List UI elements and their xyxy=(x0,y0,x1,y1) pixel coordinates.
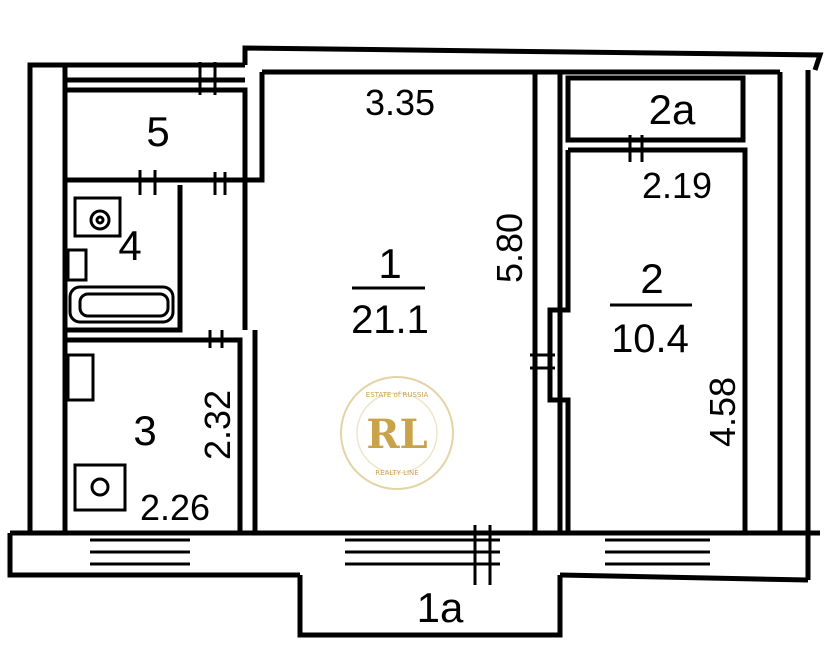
labels: 5 4 3 2.26 2.32 3.35 1 21.1 5.80 2a 2.19… xyxy=(118,82,743,631)
room-2-width: 2.19 xyxy=(642,165,712,206)
walls xyxy=(7,45,824,638)
room-3-width: 2.26 xyxy=(140,487,210,528)
room-2-area: 10.4 xyxy=(611,317,689,361)
fixtures xyxy=(66,196,175,512)
room-5-number: 5 xyxy=(146,108,169,155)
watermark-monogram: RL xyxy=(366,411,427,458)
room-1-area: 21.1 xyxy=(351,298,429,342)
room-2-length: 4.58 xyxy=(702,377,743,447)
room-1-length: 5.80 xyxy=(489,213,530,283)
windows xyxy=(90,525,710,585)
watermark-ring-top: ESTATE of RUSSIA xyxy=(366,391,429,399)
room-2a-number: 2a xyxy=(649,86,696,133)
room-1a-number: 1a xyxy=(417,584,464,631)
room-3-length: 2.32 xyxy=(197,390,238,460)
room-1-number: 1 xyxy=(378,240,401,287)
room-2-number: 2 xyxy=(640,255,663,302)
door-ticks xyxy=(138,62,644,370)
room-3-number: 3 xyxy=(133,407,156,454)
room-1-width: 3.35 xyxy=(365,82,435,123)
watermark: RL ESTATE of RUSSIA REALTY LINE xyxy=(340,376,454,490)
watermark-ring-bottom: REALTY LINE xyxy=(375,469,418,477)
room-4-number: 4 xyxy=(118,222,141,269)
